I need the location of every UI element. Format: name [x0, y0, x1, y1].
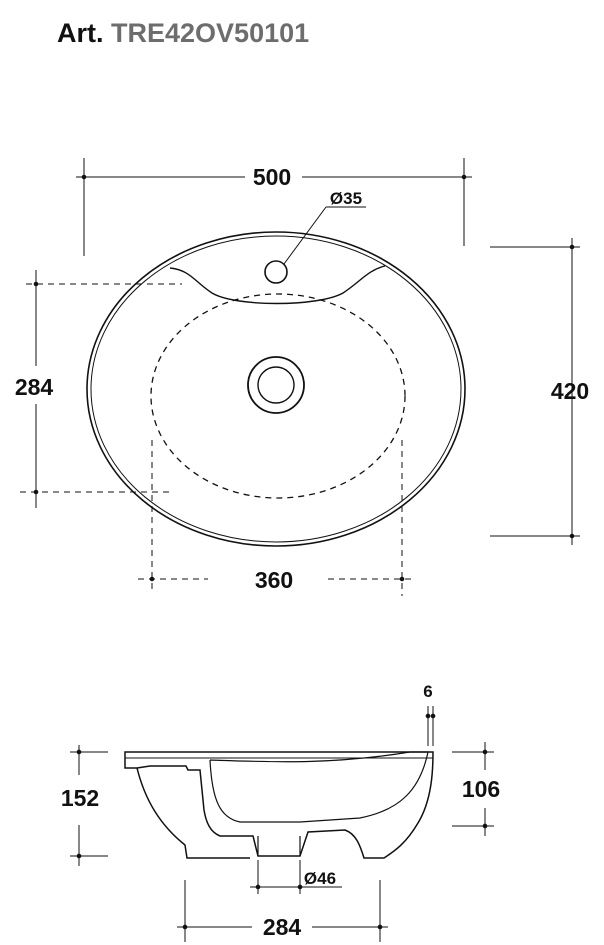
dimension-bowl-depth: 284 [15, 374, 54, 400]
bowl-inner-curve [209, 751, 429, 823]
basin-underside [136, 767, 250, 859]
basin-inner-rim [90, 235, 462, 543]
dimension-tap-hole: Ø35 [330, 189, 362, 208]
tap-hole [264, 260, 288, 284]
drain-outer [247, 356, 305, 414]
dimension-total-height: 152 [61, 785, 99, 811]
article-header: Art. TRE42OV50101 [57, 18, 309, 49]
dimension-rim-thickness: 6 [423, 682, 432, 701]
dimension-bowl-width: 360 [255, 567, 293, 593]
basin-outer-rim [86, 231, 466, 547]
side-view [70, 706, 494, 942]
tap-deck-edge [169, 265, 386, 305]
basin-profile [124, 751, 434, 859]
bowl-hidden-outline [150, 293, 406, 499]
article-code: TRE42OV50101 [111, 18, 310, 48]
drain-inner [257, 366, 295, 404]
article-label: Art. [57, 18, 104, 48]
dimension-bowl-height: 106 [462, 776, 500, 802]
dimension-depth: 420 [551, 378, 589, 404]
dimension-base-width: 284 [263, 914, 302, 940]
top-view [20, 158, 580, 596]
dimension-waste-hole: Ø46 [304, 869, 336, 888]
dimension-width: 500 [253, 164, 291, 190]
